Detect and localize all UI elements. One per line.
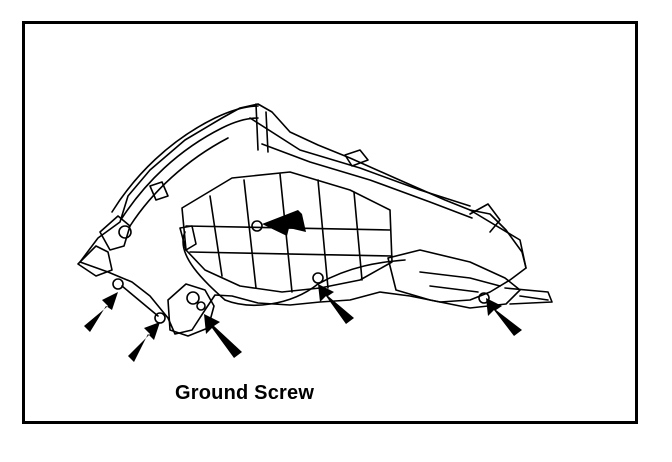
ground-lead: [121, 285, 159, 317]
arrow-center-screw: [262, 210, 306, 236]
right-connector: [504, 287, 553, 305]
harness-wire: [182, 231, 406, 306]
bracket-bolt-2: [196, 301, 206, 311]
upper-rim: [111, 105, 259, 213]
arrow-bracket: [204, 314, 242, 358]
ground-screw-caption: Ground Screw: [175, 382, 315, 404]
left-bracket: [99, 215, 131, 251]
center-screw: [251, 220, 263, 232]
right-fin: [469, 203, 501, 233]
bracket-bolt: [186, 291, 200, 305]
left-latch: [149, 181, 169, 201]
mid-screw: [312, 272, 324, 284]
right-screw: [478, 292, 490, 304]
vertical-post: [255, 103, 269, 153]
wire-clip: [179, 225, 197, 251]
top-bump: [344, 149, 369, 167]
arrow-mid-screw: [318, 284, 354, 324]
upper-rim-inner: [121, 117, 259, 219]
right-rail: [419, 271, 501, 293]
upper-rim-edge: [129, 137, 229, 227]
left-screw: [112, 278, 124, 290]
right-box-top: [469, 209, 527, 269]
filter-grid: [185, 173, 393, 293]
left-bolt: [118, 225, 132, 239]
right-box: [387, 249, 521, 309]
lower-bracket: [167, 283, 215, 337]
arrow-right-screw: [486, 298, 522, 336]
top-panel: [249, 117, 471, 207]
arrow-left-screw: [84, 292, 118, 332]
filter-panel: [181, 171, 393, 293]
ground-screw: [154, 312, 166, 324]
housing-outline: [79, 103, 527, 335]
left-tab: [77, 245, 113, 277]
arrow-ground-screw: [128, 322, 160, 362]
top-panel-lower: [261, 143, 473, 219]
